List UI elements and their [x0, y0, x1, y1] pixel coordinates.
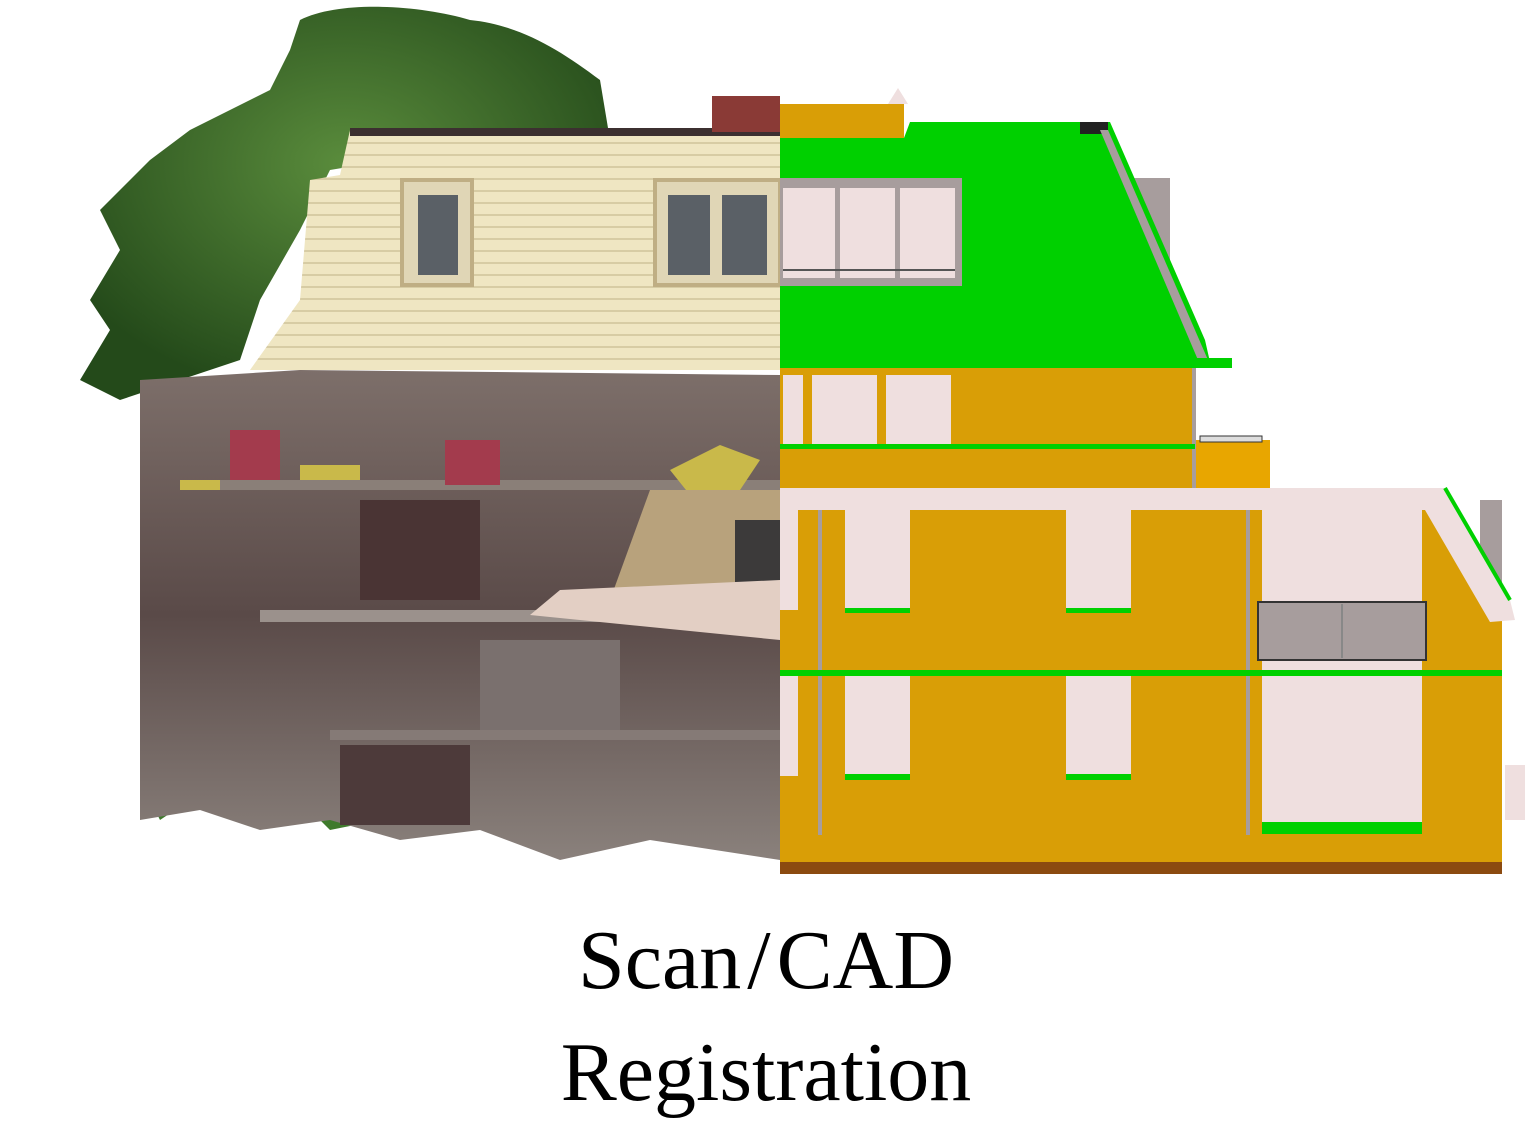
scan-floor-band	[330, 730, 780, 740]
cad-fascia-edge	[1443, 486, 1512, 602]
scan-slab	[530, 580, 780, 640]
cad-roof-edge	[1100, 130, 1208, 360]
scan-opening	[340, 745, 470, 825]
scan-mesh	[80, 6, 782, 860]
cad-window	[1262, 676, 1422, 826]
scan-roof-edge	[350, 128, 780, 136]
scan-window-glass	[418, 195, 458, 275]
cad-top-peak	[888, 88, 908, 104]
caption-scan: Scan	[578, 914, 742, 1007]
caption-slash: /	[747, 914, 771, 1007]
cad-pipe	[1192, 368, 1196, 488]
cad-floor-band	[780, 670, 1502, 676]
cad-sill	[1066, 774, 1131, 780]
cad-balcony-rail	[1199, 435, 1263, 443]
cad-window-pane	[900, 188, 955, 278]
scan-red-detail	[230, 430, 280, 480]
cad-window	[845, 510, 910, 610]
cad-window-pane	[840, 188, 895, 278]
cad-top-box	[780, 104, 904, 138]
cad-window	[812, 375, 877, 445]
cad-balcony	[1195, 440, 1270, 488]
cad-window	[780, 676, 798, 776]
cad-window	[783, 375, 803, 445]
scan-yellow-detail	[670, 445, 760, 495]
cad-fascia	[780, 488, 1515, 622]
cad-window	[1066, 510, 1131, 610]
caption-line-2: Registration	[560, 1026, 972, 1119]
cad-sill-band	[780, 444, 1195, 449]
cad-side-wall	[1505, 765, 1525, 820]
cad-window	[1066, 676, 1131, 776]
scan-yellow-detail	[180, 480, 220, 490]
cad-window	[845, 676, 910, 776]
scan-cad-registration-figure	[80, 6, 1525, 874]
scan-window-glass	[722, 195, 767, 275]
cad-sill	[1262, 822, 1422, 834]
scan-roof	[250, 130, 780, 370]
scan-yellow-detail	[300, 465, 360, 480]
figure-caption: Scan/CAD Registration	[0, 905, 1532, 1129]
cad-window	[886, 375, 951, 445]
tree-canopy	[80, 6, 610, 400]
cad-base	[780, 862, 1502, 874]
cad-roof-ledge	[780, 358, 1232, 368]
cad-model	[780, 88, 1525, 874]
scan-window-glass	[668, 195, 710, 275]
scan-opening	[480, 640, 620, 730]
caption-cad: CAD	[776, 914, 954, 1007]
caption-line-1: Scan/CAD	[0, 905, 1532, 1017]
scan-red-detail	[445, 440, 500, 485]
scan-chimney	[712, 96, 780, 132]
cad-window-pane	[783, 188, 835, 278]
cad-sill	[1066, 608, 1131, 613]
cad-window	[780, 510, 798, 610]
cad-sill	[845, 608, 910, 613]
cad-sill	[845, 774, 910, 780]
scan-opening	[360, 500, 480, 600]
